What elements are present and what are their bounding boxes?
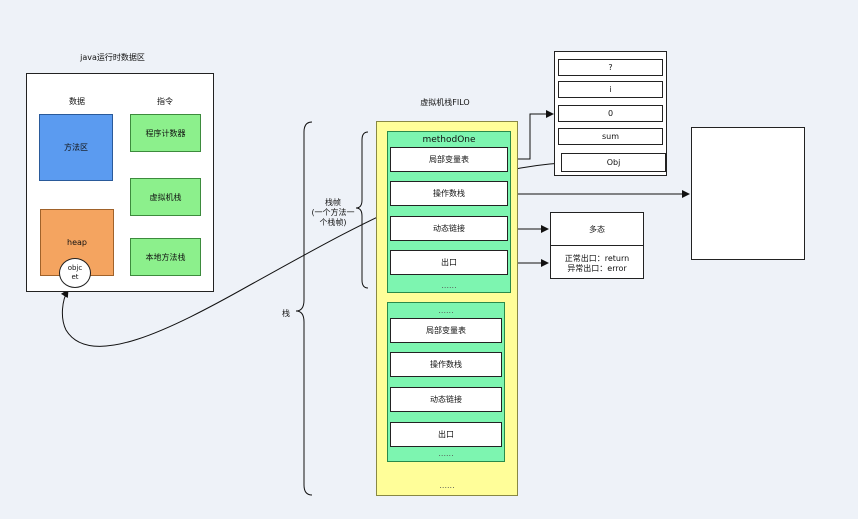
stack-label: 栈 [282, 309, 290, 318]
vm-stack-box: 虚拟机栈 [130, 178, 201, 216]
frame2-operand-stack: 操作数栈 [390, 352, 502, 377]
local-var-cell: sum [558, 128, 663, 145]
runtime-area-title: java运行时数据区 [80, 53, 145, 62]
heap-object-circle: objc et [59, 258, 91, 288]
method-area-box: 方法区 [39, 114, 113, 181]
local-var-cell-obj: Obj [561, 153, 666, 172]
instruction-column-label: 指令 [157, 97, 173, 106]
frame1-exit: 出口 [390, 250, 508, 275]
frame2-local-vars: 局部变量表 [390, 318, 502, 343]
stack-bottom-dots: ...... [439, 481, 455, 490]
normal-exit-label: 正常出口：return [564, 254, 630, 263]
abnormal-exit-label: 异常出口：error [567, 264, 627, 273]
frame-second-dots-top: ...... [438, 306, 454, 315]
local-var-cell: i [558, 81, 663, 98]
frame1-local-vars: 局部变量表 [390, 147, 508, 172]
frame-label: 栈帧 (一个方法一 个栈帧) [311, 198, 355, 227]
stack-brace [295, 121, 313, 496]
frame-second-dots: ...... [438, 449, 454, 458]
local-var-cell: ? [558, 59, 663, 76]
frame1-dynamic-link: 动态链接 [390, 216, 508, 241]
polymorphism-divider [550, 245, 644, 246]
operand-target-box [691, 127, 805, 260]
local-var-cell: 0 [558, 105, 663, 122]
frame-methodone-title: methodOne [422, 135, 476, 145]
data-column-label: 数据 [69, 97, 85, 106]
frame-methodone-dots: ...... [441, 281, 457, 290]
program-counter-box: 程序计数器 [130, 114, 201, 152]
frame2-exit: 出口 [390, 422, 502, 447]
native-stack-box: 本地方法栈 [130, 238, 201, 276]
frame2-dynamic-link: 动态链接 [390, 387, 502, 412]
vm-stack-title: 虚拟机栈FILO [420, 98, 470, 107]
polymorphism-title: 多态 [589, 225, 605, 234]
frame1-operand-stack: 操作数栈 [390, 181, 508, 206]
